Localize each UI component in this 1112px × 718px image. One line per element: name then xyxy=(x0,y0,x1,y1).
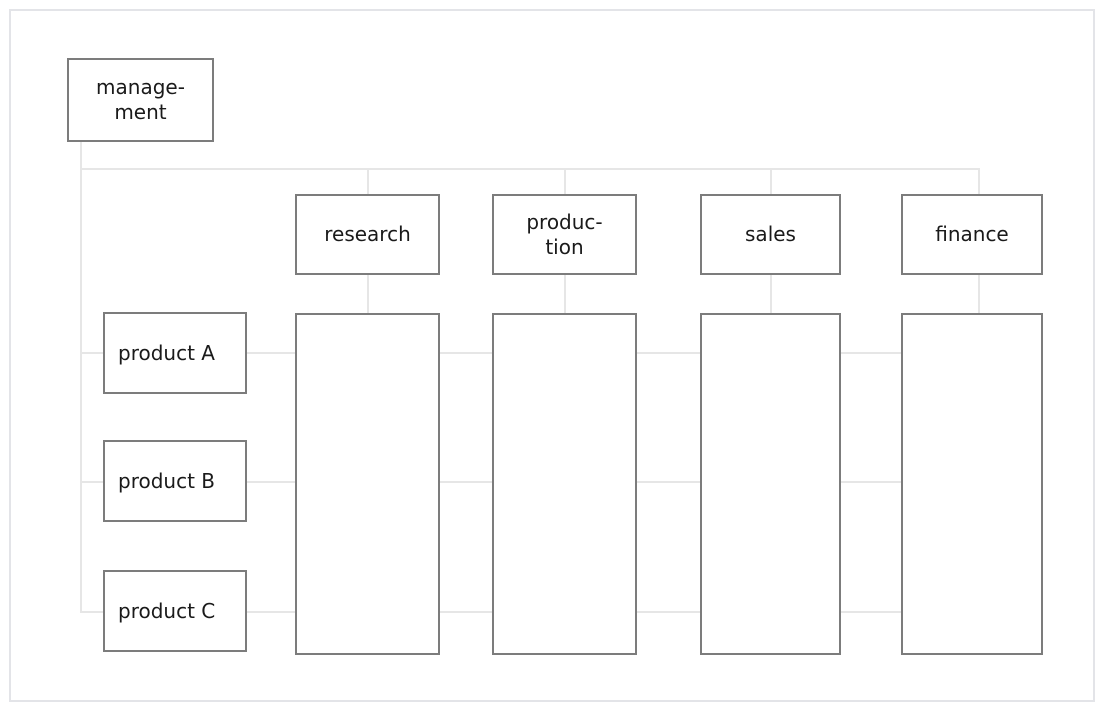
matrix-column-production[interactable] xyxy=(492,313,637,655)
node-product-a[interactable]: product A xyxy=(103,312,247,394)
matrix-column-sales[interactable] xyxy=(700,313,841,655)
node-product-c[interactable]: product C xyxy=(103,570,247,652)
connector-function-bus xyxy=(80,168,980,170)
matrix-column-research[interactable] xyxy=(295,313,440,655)
node-research[interactable]: research xyxy=(295,194,440,275)
connector-bus-to-research xyxy=(367,168,369,196)
node-finance[interactable]: finance xyxy=(901,194,1043,275)
connector-bus-to-sales xyxy=(770,168,772,196)
diagram-frame: manage- ment research produc- tion sales… xyxy=(9,9,1095,702)
node-management[interactable]: manage- ment xyxy=(67,58,214,142)
node-sales[interactable]: sales xyxy=(700,194,841,275)
connector-bus-to-production xyxy=(564,168,566,196)
connector-production-to-column xyxy=(564,273,566,315)
connector-research-to-column xyxy=(367,273,369,315)
connector-finance-to-column xyxy=(978,273,980,315)
connector-bus-to-finance xyxy=(978,168,980,196)
node-production[interactable]: produc- tion xyxy=(492,194,637,275)
matrix-column-finance[interactable] xyxy=(901,313,1043,655)
node-product-b[interactable]: product B xyxy=(103,440,247,522)
connector-product-spine xyxy=(80,168,82,613)
connector-management-down xyxy=(80,142,82,180)
connector-sales-to-column xyxy=(770,273,772,315)
